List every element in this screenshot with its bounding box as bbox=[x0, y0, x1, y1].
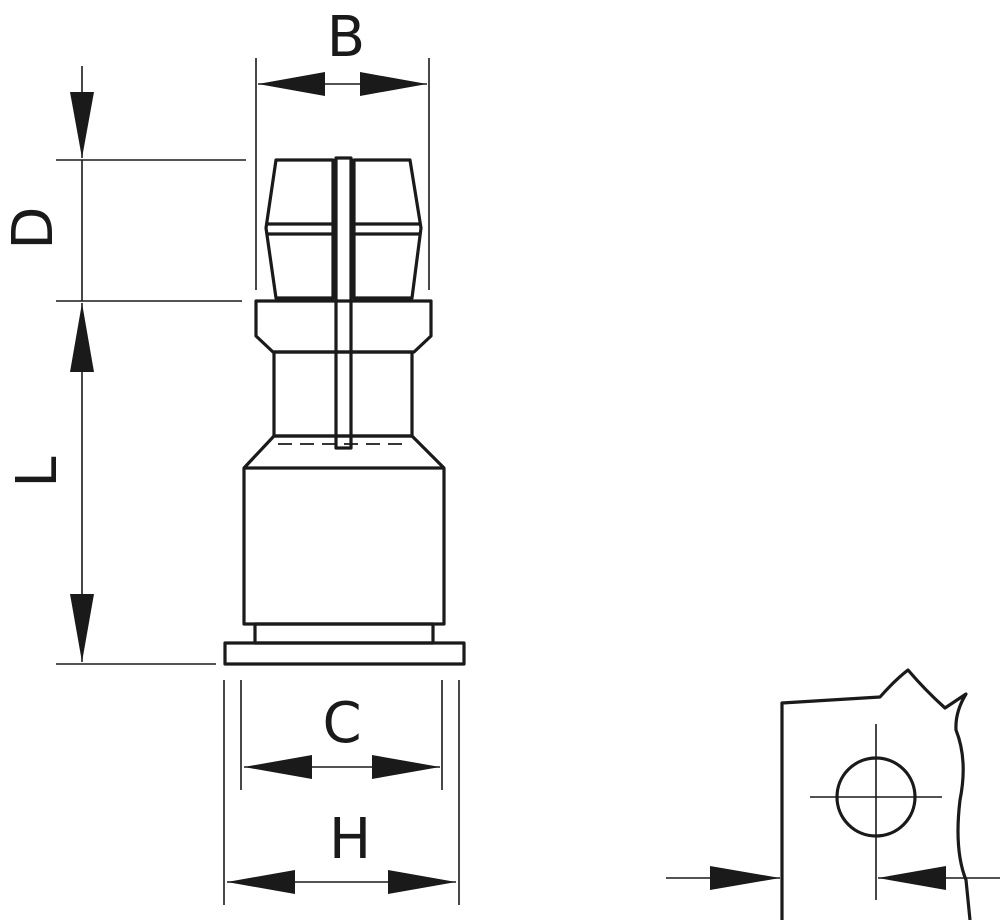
label-d: D bbox=[1, 206, 66, 249]
dim-b-arrow-left bbox=[258, 72, 325, 96]
barrel-neck bbox=[253, 622, 435, 645]
dimension-d: D bbox=[1, 66, 246, 302]
dim-b-arrow-right bbox=[360, 72, 427, 96]
collar-flange bbox=[254, 299, 433, 354]
detail-arrow-right bbox=[878, 866, 946, 890]
center-slot bbox=[334, 156, 353, 450]
label-c: C bbox=[322, 691, 361, 756]
detail-plate-outline bbox=[780, 668, 972, 920]
crimp-barrel bbox=[242, 434, 446, 626]
dim-d-arrow bbox=[70, 92, 94, 158]
dimension-c: C bbox=[240, 680, 443, 790]
detail-view bbox=[666, 668, 1000, 920]
base-plate bbox=[223, 641, 466, 666]
dim-c-arrow-left bbox=[244, 755, 312, 779]
dimension-h: H bbox=[223, 680, 460, 905]
neck bbox=[272, 350, 414, 438]
tongue-left bbox=[264, 158, 335, 300]
dim-h-arrow-left bbox=[227, 870, 295, 894]
detail-arrow-left bbox=[710, 866, 780, 890]
label-h: H bbox=[329, 807, 371, 872]
dimension-l: L bbox=[5, 303, 216, 665]
dim-c-arrow-right bbox=[372, 755, 440, 779]
tongue-right bbox=[352, 158, 423, 300]
dim-l-arrow-bottom bbox=[70, 594, 94, 662]
terminal-body bbox=[223, 156, 466, 666]
label-l: L bbox=[5, 456, 70, 487]
dim-h-arrow-right bbox=[388, 870, 456, 894]
label-b: B bbox=[327, 5, 365, 70]
dim-l-arrow-top bbox=[70, 303, 94, 372]
dimension-b: B bbox=[255, 5, 430, 290]
